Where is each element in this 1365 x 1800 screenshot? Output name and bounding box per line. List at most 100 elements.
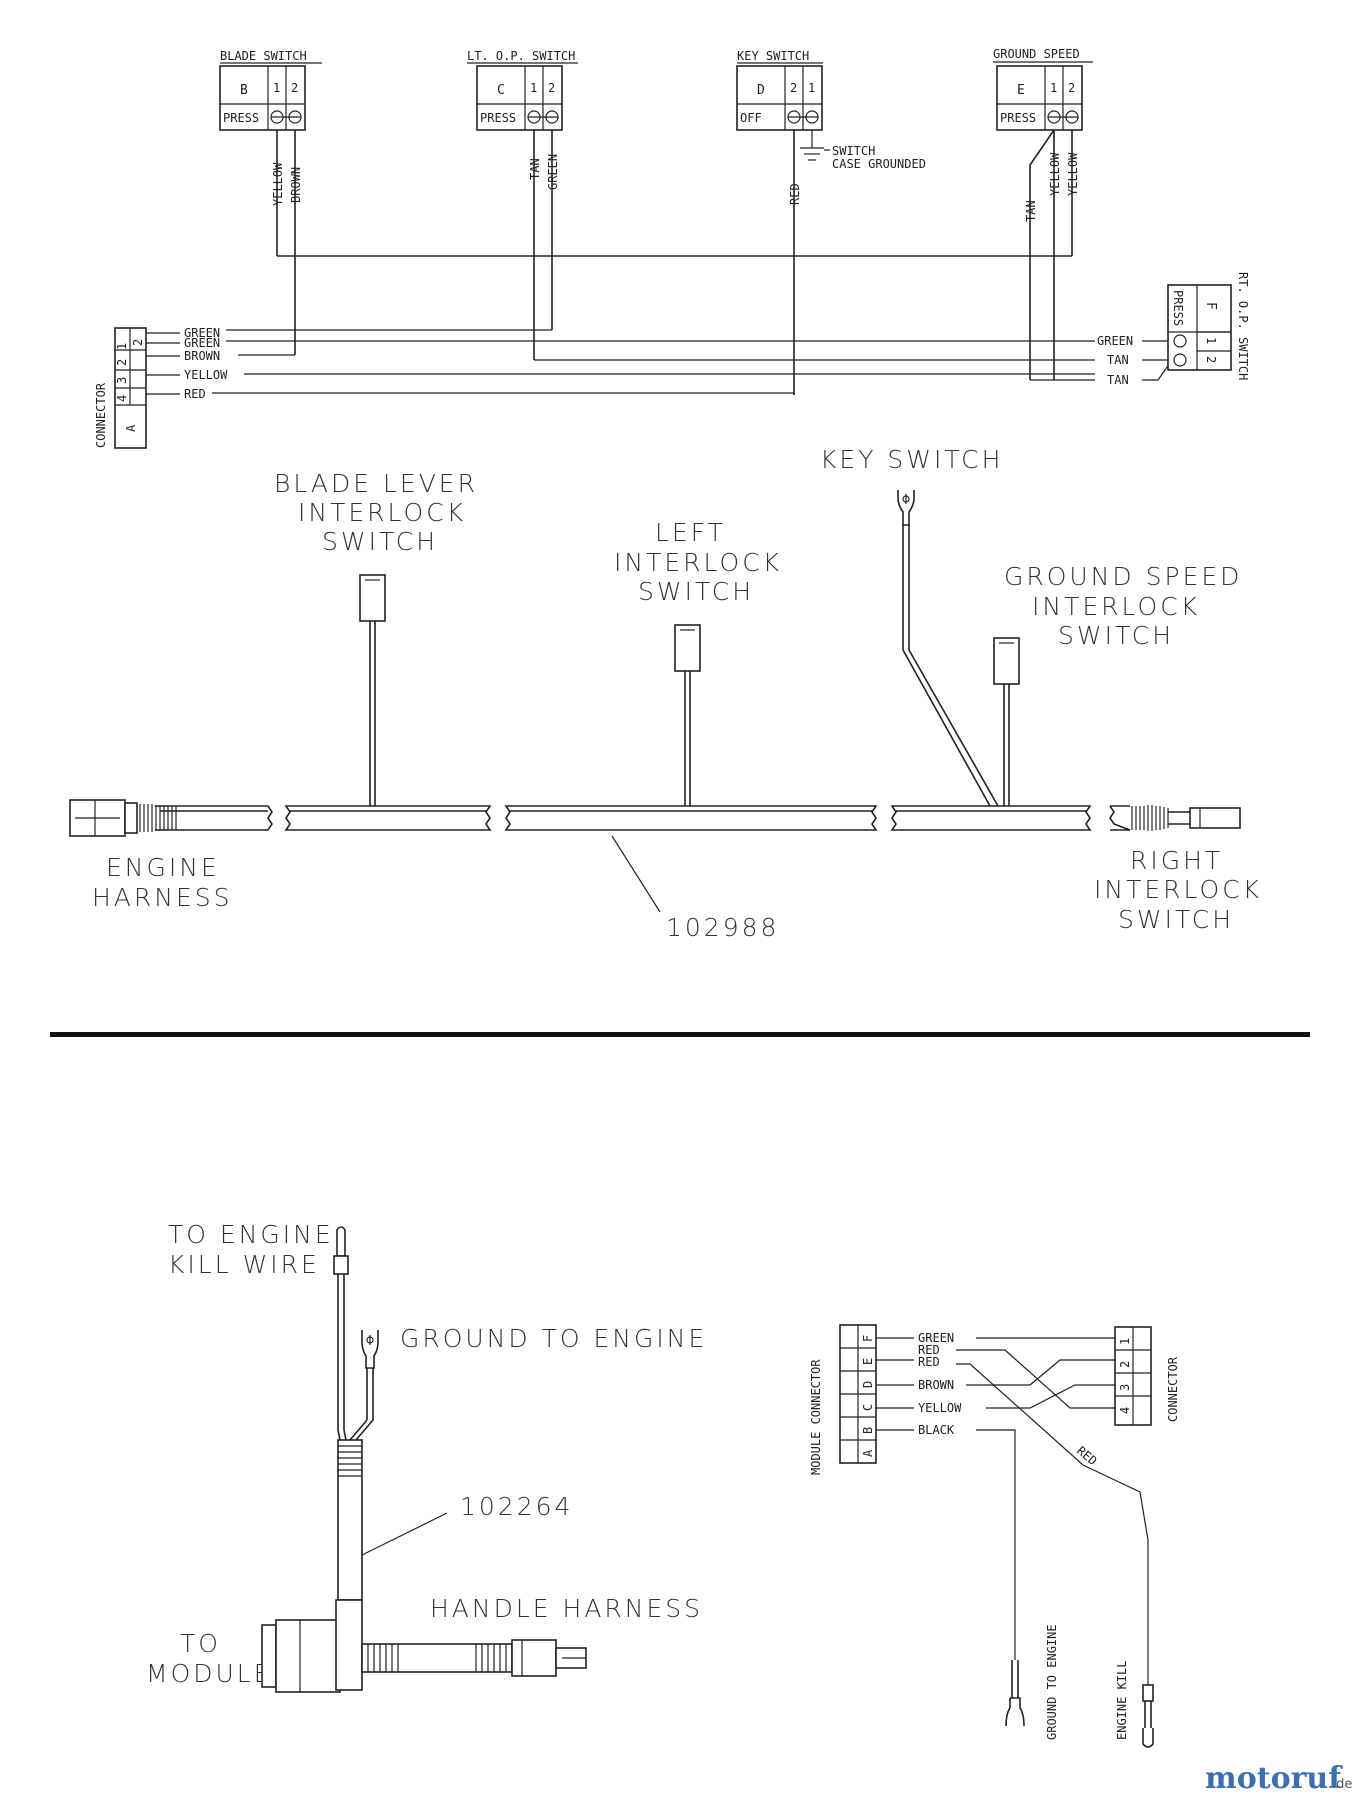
connector-a: 1 2 2 3 4 A CONNECTOR GREEN GREEN BROWN … [94, 326, 1095, 449]
pin-label: 2 [115, 359, 129, 366]
blade-lever-branch [359, 574, 386, 806]
label-line: HARNESS [92, 883, 233, 912]
pin-label: 2 [790, 81, 797, 95]
harness-102988: BLADE LEVER INTERLOCK SWITCH LEFT INTERL… [69, 445, 1262, 942]
wire-label: YELLOW [271, 162, 285, 206]
label-line: RIGHT [1130, 846, 1223, 875]
switch-body [219, 65, 306, 131]
label-line: HANDLE HARNESS [430, 1594, 703, 1623]
pin-label: 2 [1068, 81, 1075, 95]
connector-letter: A [124, 424, 138, 432]
switch-letter: F [1203, 302, 1218, 310]
wire-label: BLACK [918, 1423, 955, 1437]
pin-label: 2 [548, 81, 555, 95]
rt-op-switch-title: RT. O.P. SWITCH [1236, 272, 1250, 380]
pin-label: F [861, 1335, 875, 1342]
harness-102264: TO ENGINE KILL WIRE GROUND TO ENGINE TO … [146, 1220, 707, 1693]
pin-label: B [861, 1427, 875, 1434]
pin-label: 1 [530, 81, 537, 95]
engine-harness-connector [69, 799, 177, 837]
wire-label: BROWN [184, 349, 220, 363]
label-line: INTERLOCK [614, 548, 782, 577]
harness-tube [155, 805, 1131, 831]
pin-label: 4 [1118, 1407, 1132, 1414]
switch-letter: B [240, 83, 248, 98]
ground-note: CASE GROUNDED [832, 157, 926, 171]
key-switch-title: KEY SWITCH [737, 49, 809, 63]
watermark-suffix: .de [1332, 1777, 1352, 1792]
lt-op-switch-title: LT. O.P. SWITCH [467, 49, 575, 63]
leader-line [611, 835, 661, 913]
pin-label: E [861, 1358, 875, 1365]
label-line: GROUND SPEED [1004, 562, 1242, 591]
wire-label: YELLOW [918, 1401, 962, 1415]
left-branch [674, 624, 701, 806]
pin-label: 2 [131, 339, 145, 346]
wire-label: RED [918, 1355, 940, 1369]
pin-label: 2 [1118, 1361, 1132, 1368]
pin-label: C [861, 1404, 875, 1411]
wire-label: RED [788, 183, 802, 205]
ground-speed-title: GROUND SPEED [993, 47, 1080, 61]
pin-label: A [861, 1449, 875, 1457]
switch-state: PRESS [1171, 290, 1185, 326]
label-line: SWITCH [638, 577, 754, 606]
label-line: SWITCH [1118, 905, 1234, 934]
part-number: 102264 [460, 1492, 573, 1521]
wire-label: RED [184, 387, 206, 401]
ground-label: GROUND TO ENGINE [1045, 1624, 1059, 1740]
wire-label: GREEN [184, 336, 220, 350]
switch-letter: C [497, 83, 505, 98]
red-wire-label: RED [1074, 1444, 1100, 1469]
label-line: ENGINE [106, 853, 220, 882]
pin-label: 1 [1050, 81, 1057, 95]
wire-label: BROWN [289, 167, 303, 203]
pin-label: 1 [115, 343, 129, 350]
key-switch-branch [897, 490, 999, 807]
watermark: motoruf .de [1205, 1761, 1352, 1796]
wire-label: TAN [1107, 353, 1129, 367]
label-line: SWITCH [322, 527, 438, 556]
wire-label: GREEN [1097, 334, 1133, 348]
label-line: TO [180, 1629, 221, 1658]
wire-label: GREEN [918, 1331, 954, 1345]
pin-label: 1 [273, 81, 280, 95]
label-line: TO ENGINE [168, 1220, 334, 1249]
pin-label: 2 [1204, 356, 1218, 363]
label-line: MODULE [146, 1659, 273, 1688]
pin-label: D [861, 1381, 875, 1388]
watermark-brand: motoruf [1205, 1761, 1343, 1796]
label-line: INTERLOCK [1094, 875, 1262, 904]
key-switch: KEY SWITCH D 2 1 OFF SWITCH CASE GROUNDE… [736, 49, 926, 395]
wire-label: YELLOW [184, 368, 228, 382]
wire-label: GREEN [546, 154, 560, 190]
wire-label: TAN [1107, 373, 1129, 387]
section-divider [50, 1032, 1310, 1037]
part-number: 102988 [666, 913, 779, 942]
wire-label: GREEN [184, 326, 220, 340]
pin-label: 3 [1118, 1384, 1132, 1391]
module-wiring: MODULE CONNECTOR F E D C B A GREEN RED R… [809, 1324, 1180, 1748]
switch-state: OFF [740, 111, 762, 125]
pin-label: 4 [115, 395, 129, 402]
wire-label: TAN [1024, 200, 1038, 222]
label-line: GROUND TO ENGINE [400, 1324, 707, 1353]
module-connector-label: MODULE CONNECTOR [809, 1359, 823, 1475]
kill-label: ENGINE KILL [1115, 1661, 1129, 1740]
lt-op-switch: LT. O.P. SWITCH C 1 2 PRESS TAN GREEN [467, 49, 578, 360]
label-line: KILL WIRE [168, 1250, 320, 1279]
ground-speed-switch: GROUND SPEED E 1 2 PRESS TAN YELLOW YELL… [993, 47, 1093, 380]
connector-label: CONNECTOR [1166, 1356, 1180, 1422]
pin-label: 1 [808, 81, 815, 95]
pin-label: 1 [1118, 1338, 1132, 1345]
blade-switch-title: BLADE SWITCH [220, 49, 307, 63]
ground-speed-branch [993, 637, 1020, 806]
wire-label: RED [918, 1343, 940, 1357]
wire-label: YELLOW [1048, 152, 1062, 196]
pin-label: 2 [291, 81, 298, 95]
switch-letter: D [757, 83, 765, 98]
blade-switch: BLADE SWITCH B 1 2 PRESS YELLOW BROWN [219, 49, 322, 355]
switch-state: PRESS [1000, 111, 1036, 125]
top-schematic: BLADE SWITCH B 1 2 PRESS YELLOW BROWN LT… [94, 47, 1250, 449]
